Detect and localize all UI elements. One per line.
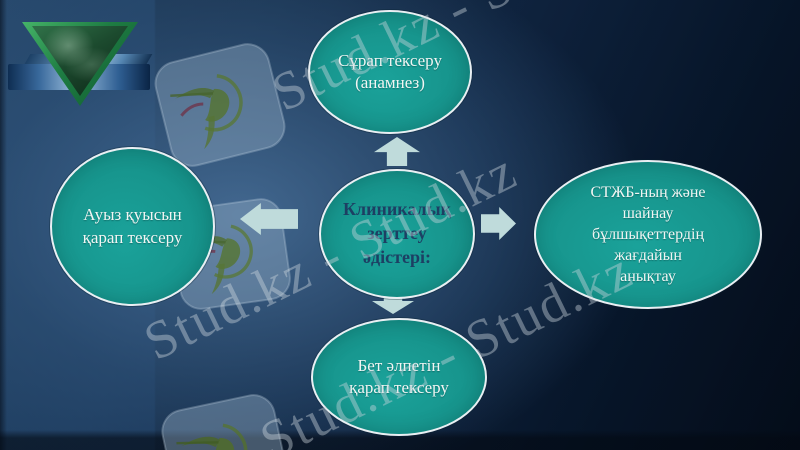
node-anamnesis-label: Сұрап тексеру (анамнез) xyxy=(338,50,442,92)
slide-template-logo xyxy=(8,2,153,106)
node-tmj-muscles-exam-label: СТЖБ-ның және шайнау бұлшықеттердің жағд… xyxy=(590,183,706,286)
watermark-hummingbird-stamp xyxy=(148,37,291,173)
node-anamnesis: Сұрап тексеру (анамнез) xyxy=(308,10,472,134)
node-oral-cavity-exam-label: Ауыз қуысын қарап тексеру xyxy=(82,205,183,247)
node-tmj-muscles-exam: СТЖБ-ның және шайнау бұлшықеттердің жағд… xyxy=(534,160,762,309)
node-oral-cavity-exam: Ауыз қуысын қарап тексеру xyxy=(50,147,215,306)
arrow-up-icon xyxy=(374,137,420,166)
node-face-exam-label: Бет әлпетін қарап тексеру xyxy=(349,355,449,397)
node-center-title: Клиникалық зерттеу әдістері: xyxy=(319,169,475,299)
arrow-right-icon xyxy=(481,207,516,240)
node-face-exam: Бет әлпетін қарап тексеру xyxy=(311,318,487,436)
center-title-label: Клиникалық зерттеу әдістері: xyxy=(342,199,452,267)
watermark-hummingbird-stamp xyxy=(156,387,295,450)
